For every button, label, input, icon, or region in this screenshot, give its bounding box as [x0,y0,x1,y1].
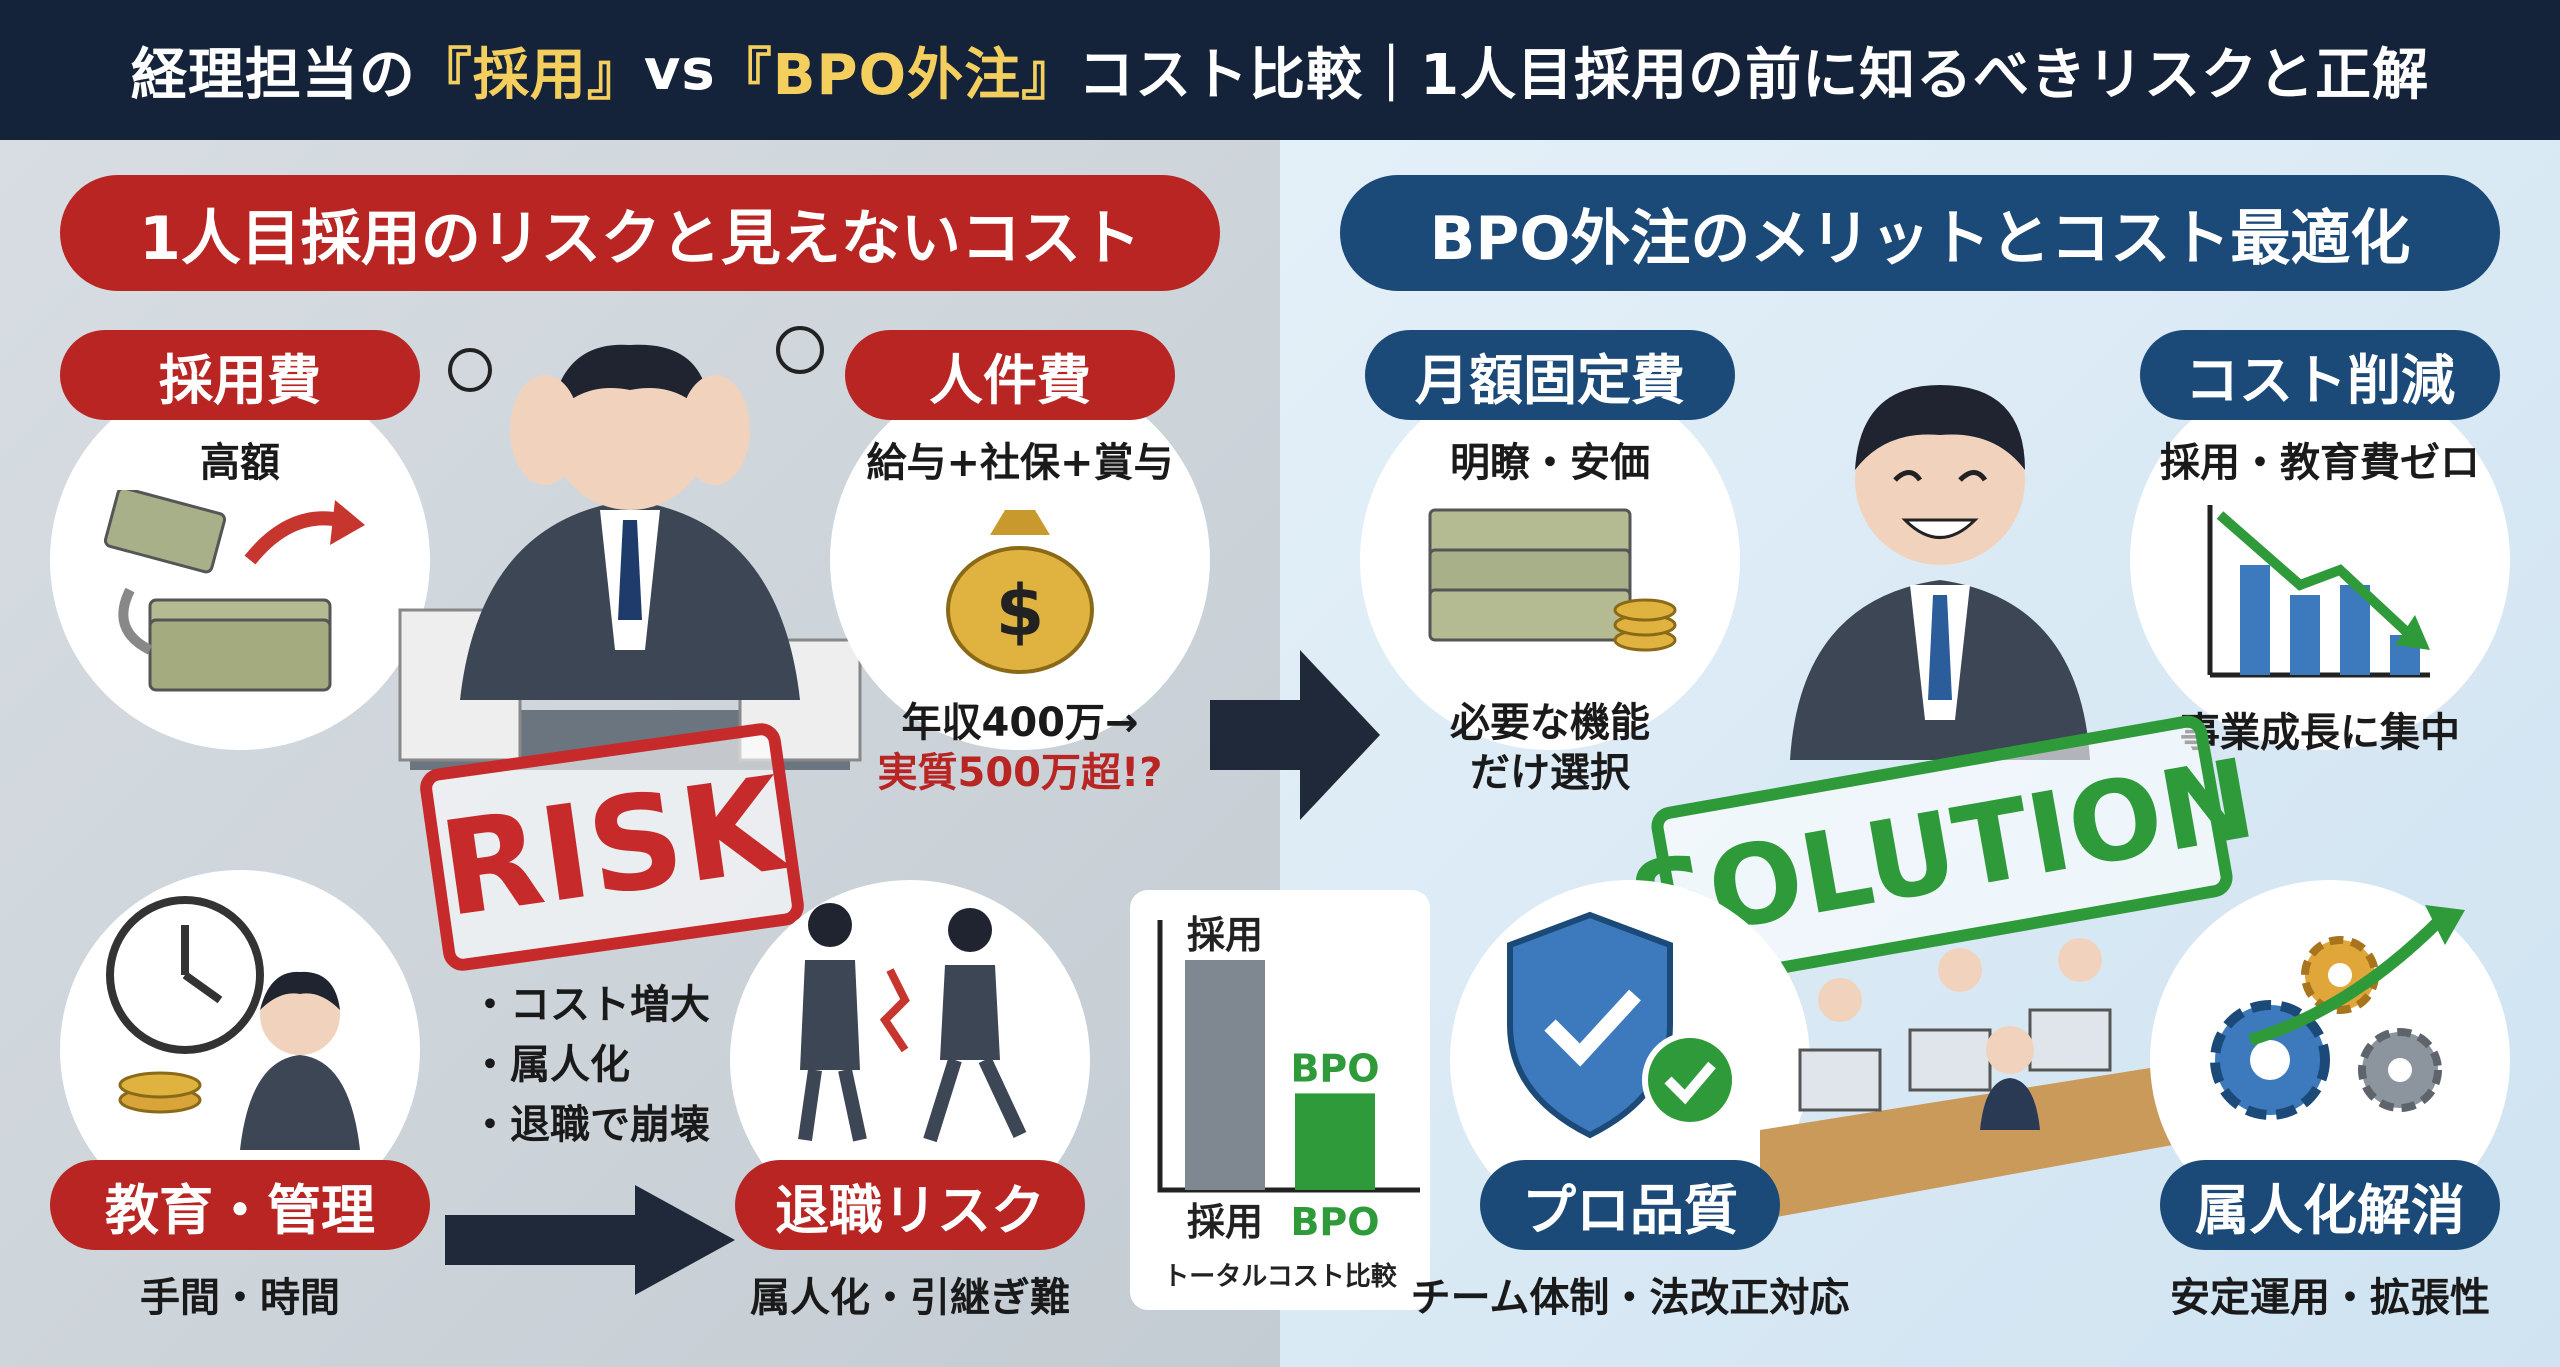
monthly-note2: だけ選択 [1470,750,1630,796]
title-hl1: 『採用』 [415,42,644,108]
training-pill: 教育・管理 [50,1160,430,1250]
dep-text: 安定運用・拡張性 [2170,1275,2490,1321]
bullet-item: ・退職で崩壊 [470,1102,710,1148]
chart-bar-label-0: 採用 [1187,913,1263,957]
money-stack-icon [1428,508,1677,652]
reduce-circle [2130,370,2510,750]
resign-pill: 退職リスク [735,1160,1085,1250]
left-banner: 1人目採用のリスクと見えないコスト [60,175,1220,291]
team-illustration [1760,938,2200,1220]
dep-pill: 属人化解消 [2160,1160,2500,1250]
title-pre: 経理担当の [130,42,416,108]
bullet-item: ・属人化 [470,1042,630,1088]
labor-note1: 年収400万→ [901,700,1139,746]
monthly-note1: 必要な機能 [1450,700,1650,746]
chart-category-label-1: BPO [1290,1200,1379,1244]
right-arrow-icon [445,1185,735,1295]
reduce-pill: コスト削減 [2140,330,2500,420]
walking-people-icon [798,903,1027,1143]
reduce-text: 採用・教育費ゼロ [2160,440,2480,486]
labor-text: 給与+社保+賞与 [866,440,1174,486]
quality-text: チーム体制・法改正対応 [1410,1275,1850,1321]
labor-note2: 実質500万超!? [877,750,1163,796]
title-hl2: 『BPO外注』 [715,42,1079,108]
chart-category-label-0: 採用 [1187,1200,1263,1244]
monthly-pill: 月額固定費 [1365,330,1735,420]
bullet-item: ・コスト増大 [470,982,710,1028]
clock-icon [106,896,360,1150]
recruit-pill: 採用費 [60,330,420,420]
chart-bar-label-1: BPO [1290,1046,1379,1090]
money-icon [103,490,365,692]
declining-chart-icon [2207,505,2430,678]
resign-text: 属人化・引継ぎ難 [750,1275,1070,1321]
risk-bullets: ・コスト増大 ・属人化 ・退職で崩壊 [470,975,710,1155]
svg-text:$: $ [996,570,1045,652]
gears-icon [2210,905,2465,1120]
right-arrow-icon [1210,650,1380,820]
shield-check-icon [1507,911,1738,1139]
training-text: 手間・時間 [140,1275,340,1321]
labor-pill: 人件費 [845,330,1175,420]
page-title: 経理担当の『採用』 vs 『BPO外注』コスト比較｜1人目採用の前に知るべきリス… [0,0,2560,140]
recruit-text: 高額 [200,440,280,486]
monthly-text: 明瞭・安価 [1450,440,1650,486]
smiling-person-illustration [1790,385,2090,760]
quality-pill: プロ品質 [1480,1160,1780,1250]
right-banner: BPO外注のメリットとコスト最適化 [1340,175,2500,291]
title-mid: vs [643,37,716,103]
money-bag-icon: $ [946,510,1094,674]
chart-bar-1 [1295,1093,1375,1190]
chart-bar-0 [1185,960,1265,1190]
chart-title: トータルコスト比較 [1163,1261,1397,1292]
title-post: コスト比較｜1人目採用の前に知るべきリスクと正解 [1078,42,2430,108]
